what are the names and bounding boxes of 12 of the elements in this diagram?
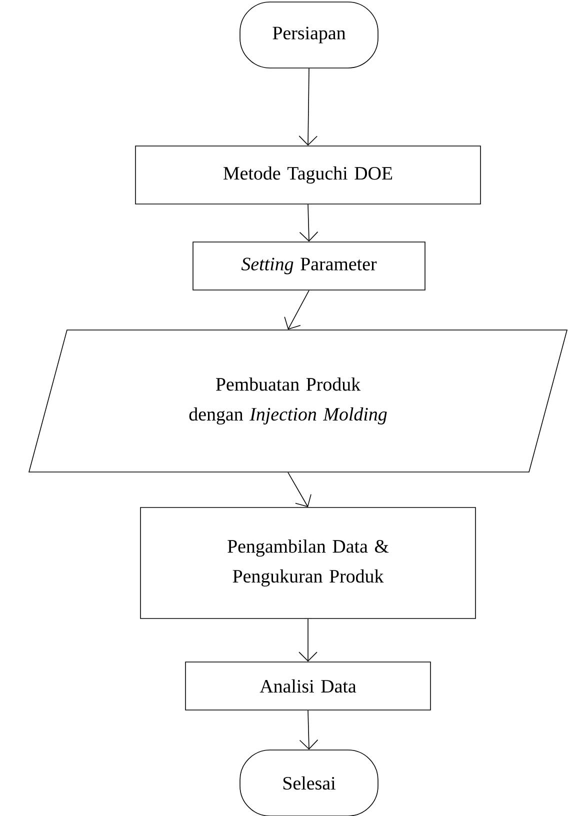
arrow [298,68,318,146]
arrow [284,290,310,330]
arrow [299,204,318,242]
process-box: Setting Parameter [192,242,426,290]
process-box: Metode Taguchi DOE [135,146,481,204]
process-box: Pengambilan Data & Pengukuran Produk [140,507,476,619]
arrow [298,618,318,662]
terminator-box: Selesai [240,750,378,816]
arrow [299,710,318,750]
process-box: Analisi Data [185,662,431,710]
terminator-box: Persiapan [240,2,378,68]
arrow [288,472,312,508]
